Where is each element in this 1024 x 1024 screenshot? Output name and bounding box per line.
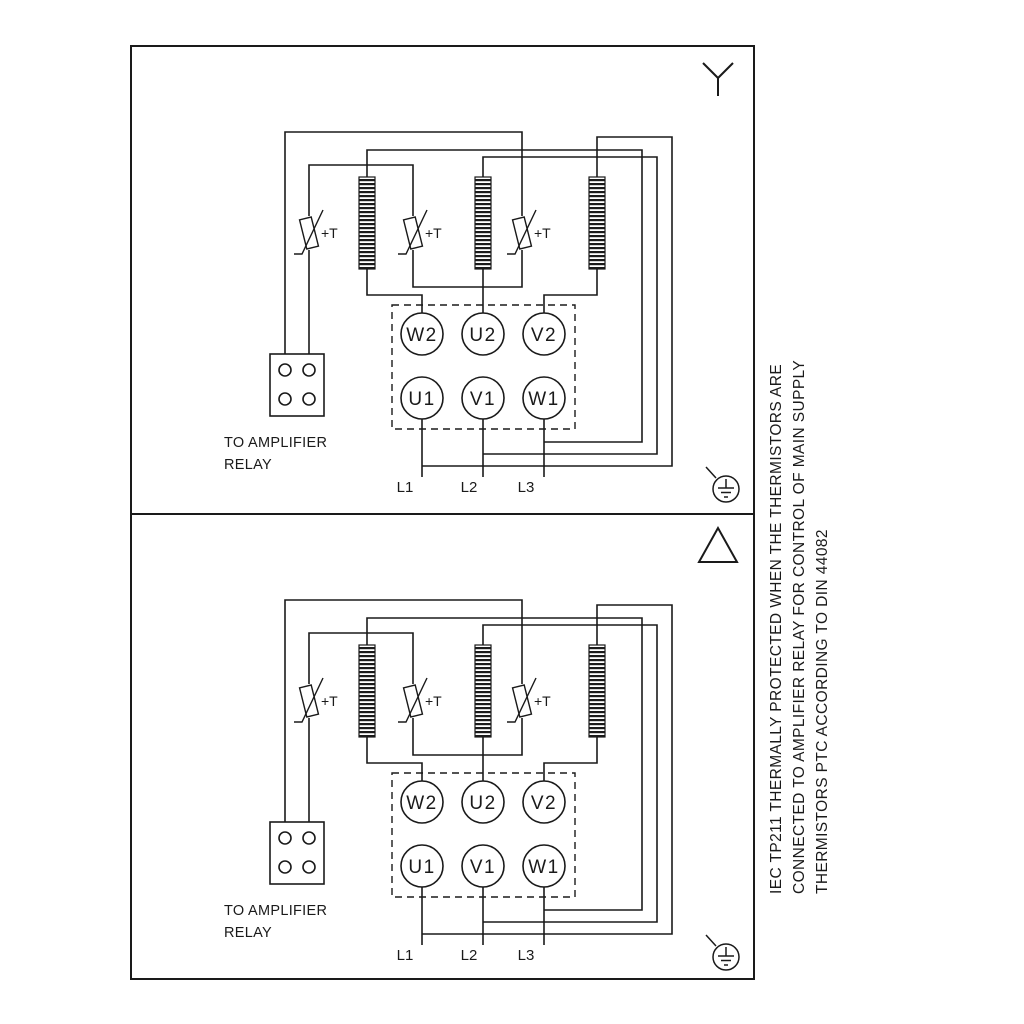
terminal-block-outline bbox=[391, 304, 576, 430]
motor-winding-3 bbox=[588, 644, 606, 738]
terminal-v2: V2 bbox=[522, 780, 566, 824]
motor-winding-2 bbox=[474, 644, 492, 738]
delta-schematic: +T +T +T W2 U2 V2 bbox=[224, 525, 740, 971]
supply-l3-label: L3 bbox=[518, 947, 535, 964]
wye-connection-icon bbox=[702, 62, 734, 96]
motor-winding-1 bbox=[358, 176, 376, 270]
terminal-v1: V1 bbox=[461, 844, 505, 888]
supply-l2-label: L2 bbox=[461, 947, 478, 964]
motor-winding-1 bbox=[358, 644, 376, 738]
diagram-frame: +T +T +T W2 U2 V2 bbox=[130, 45, 755, 980]
terminal-w1-label: W1 bbox=[528, 389, 560, 410]
supply-l1-label: L1 bbox=[397, 479, 414, 496]
thermistor-3-label: +T bbox=[534, 693, 551, 709]
motor-winding-3 bbox=[588, 176, 606, 270]
terminal-w1: W1 bbox=[522, 844, 566, 888]
thermistor-3 bbox=[507, 209, 537, 255]
supply-l3-label: L3 bbox=[518, 479, 535, 496]
thermistor-2-label: +T bbox=[425, 693, 442, 709]
relay-caption-line1: TO AMPLIFIER bbox=[224, 435, 327, 451]
star-schematic: +T +T +T W2 U2 V2 bbox=[224, 62, 740, 503]
terminal-w2: W2 bbox=[400, 312, 444, 356]
terminal-w2-label: W2 bbox=[406, 325, 438, 346]
thermistor-1 bbox=[294, 677, 324, 723]
terminal-v1-label: V1 bbox=[470, 857, 496, 878]
terminal-w2: W2 bbox=[400, 780, 444, 824]
thermistor-2 bbox=[398, 677, 428, 723]
terminal-u1: U1 bbox=[400, 376, 444, 420]
terminal-w2-label: W2 bbox=[406, 793, 438, 814]
thermistor-3-label: +T bbox=[534, 225, 551, 241]
terminal-v2: V2 bbox=[522, 312, 566, 356]
terminal-u1-label: U1 bbox=[408, 389, 435, 410]
side-note-line-1: IEC TP211 THERMALLY PROTECTED WHEN THE T… bbox=[768, 363, 785, 894]
amplifier-relay-connector bbox=[269, 353, 325, 417]
terminal-v1: V1 bbox=[461, 376, 505, 420]
terminal-v2-label: V2 bbox=[531, 793, 557, 814]
supply-l2-label: L2 bbox=[461, 479, 478, 496]
terminal-u2-label: U2 bbox=[469, 793, 496, 814]
thermistor-1-label: +T bbox=[321, 225, 338, 241]
terminal-u1-label: U1 bbox=[408, 857, 435, 878]
thermistor-1-label: +T bbox=[321, 693, 338, 709]
terminal-w1-label: W1 bbox=[528, 857, 560, 878]
relay-caption-line2: RELAY bbox=[224, 457, 272, 473]
side-note-line-3: THERMISTORS PTC ACCORDING TO DIN 44082 bbox=[814, 529, 831, 894]
earth-ground-icon bbox=[705, 466, 740, 503]
relay-caption-line1: TO AMPLIFIER bbox=[224, 903, 327, 919]
star-connection-panel: +T +T +T W2 U2 V2 bbox=[132, 47, 753, 515]
terminal-u2: U2 bbox=[461, 780, 505, 824]
relay-caption-line2: RELAY bbox=[224, 925, 272, 941]
terminal-block-outline bbox=[391, 772, 576, 898]
terminal-u1: U1 bbox=[400, 844, 444, 888]
motor-winding-2 bbox=[474, 176, 492, 270]
terminal-u2-label: U2 bbox=[469, 325, 496, 346]
delta-connection-panel: +T +T +T W2 U2 V2 bbox=[132, 515, 753, 978]
thermistor-2 bbox=[398, 209, 428, 255]
amplifier-relay-connector bbox=[269, 821, 325, 885]
terminal-v1-label: V1 bbox=[470, 389, 496, 410]
terminal-u2: U2 bbox=[461, 312, 505, 356]
terminal-v2-label: V2 bbox=[531, 325, 557, 346]
supply-l1-label: L1 bbox=[397, 947, 414, 964]
terminal-w1: W1 bbox=[522, 376, 566, 420]
earth-ground-icon bbox=[705, 934, 740, 971]
side-note-line-2: CONNECTED TO AMPLIFIER RELAY FOR CONTROL… bbox=[791, 359, 808, 894]
thermistor-3 bbox=[507, 677, 537, 723]
delta-connection-icon bbox=[697, 525, 739, 563]
thermistor-2-label: +T bbox=[425, 225, 442, 241]
thermistor-1 bbox=[294, 209, 324, 255]
side-note: IEC TP211 THERMALLY PROTECTED WHEN THE T… bbox=[765, 359, 835, 894]
wiring-lines bbox=[284, 599, 673, 945]
